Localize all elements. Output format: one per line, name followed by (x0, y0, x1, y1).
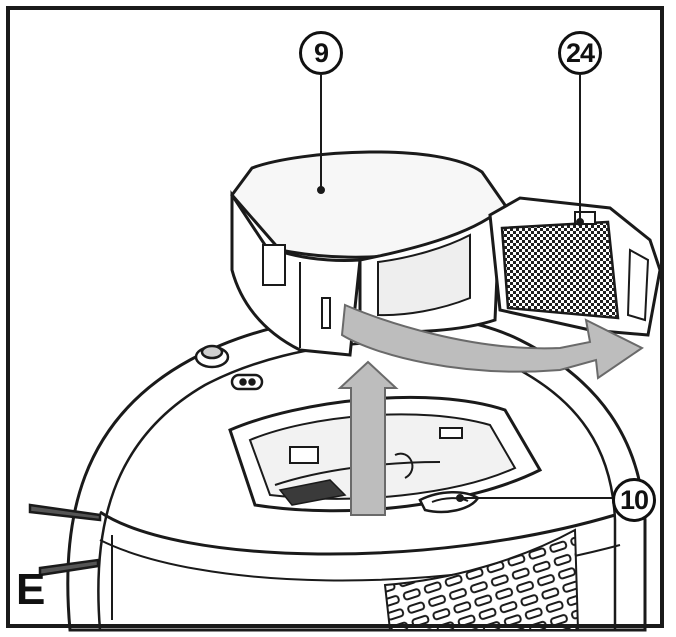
leader-lines (317, 75, 612, 502)
filter (488, 196, 662, 337)
callout-release-button: 10 (612, 478, 656, 522)
vent-grille (383, 528, 580, 631)
callout-filter: 24 (558, 31, 602, 75)
lift-arrow (337, 360, 399, 516)
swing-arrow (340, 303, 644, 380)
side-brush (28, 503, 102, 577)
top-controls (194, 344, 264, 391)
figure-frame (6, 6, 664, 628)
dust-bin (230, 150, 507, 357)
figure-letter: E (16, 565, 46, 614)
callout-dust-bin: 9 (299, 31, 343, 75)
